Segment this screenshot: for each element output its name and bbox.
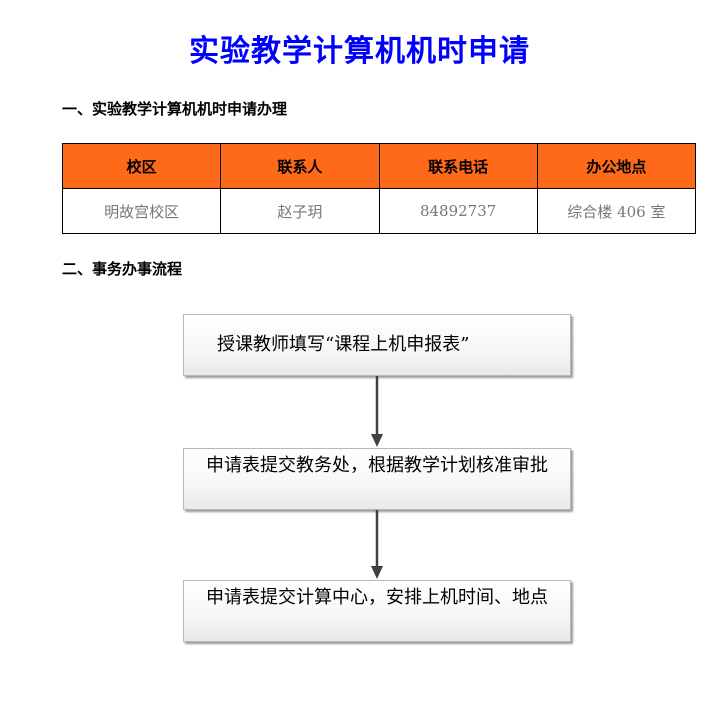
table-row: 明故宫校区 赵子玥 84892737 综合楼 406 室	[61, 188, 697, 234]
table-header-row: 校区 联系人 联系电话 办公地点	[61, 143, 697, 189]
column-header-phone: 联系电话	[378, 143, 538, 189]
column-header-contact-person: 联系人	[220, 143, 380, 189]
section-heading-process: 二、事务办事流程	[62, 260, 183, 278]
flow-step-1-text: 授课教师填写“课程上机申报表”	[217, 334, 470, 355]
cell-contact-person: 赵子玥	[220, 188, 380, 234]
flow-step-3: 申请表提交计算中心，安排上机时间、地点	[183, 580, 571, 642]
flow-arrow-2	[370, 510, 384, 580]
column-header-campus: 校区	[61, 143, 222, 189]
section-heading-application: 一、实验教学计算机机时申请办理	[62, 100, 288, 118]
cell-office: 综合楼 406 室	[536, 188, 697, 234]
flow-step-3-text: 申请表提交计算中心，安排上机时间、地点	[206, 587, 548, 608]
contact-table: 校区 联系人 联系电话 办公地点 明故宫校区 赵子玥 84892737 综合楼 …	[61, 143, 697, 234]
page-title: 实验教学计算机机时申请	[189, 34, 530, 69]
flow-arrow-1	[370, 376, 384, 448]
column-header-office: 办公地点	[536, 143, 697, 189]
flow-step-1: 授课教师填写“课程上机申报表”	[183, 314, 571, 376]
cell-campus: 明故宫校区	[61, 188, 222, 234]
flow-step-2-text: 申请表提交教务处，根据教学计划核准审批	[206, 455, 548, 476]
flow-step-2: 申请表提交教务处，根据教学计划核准审批	[183, 448, 571, 510]
cell-phone: 84892737	[378, 188, 538, 234]
